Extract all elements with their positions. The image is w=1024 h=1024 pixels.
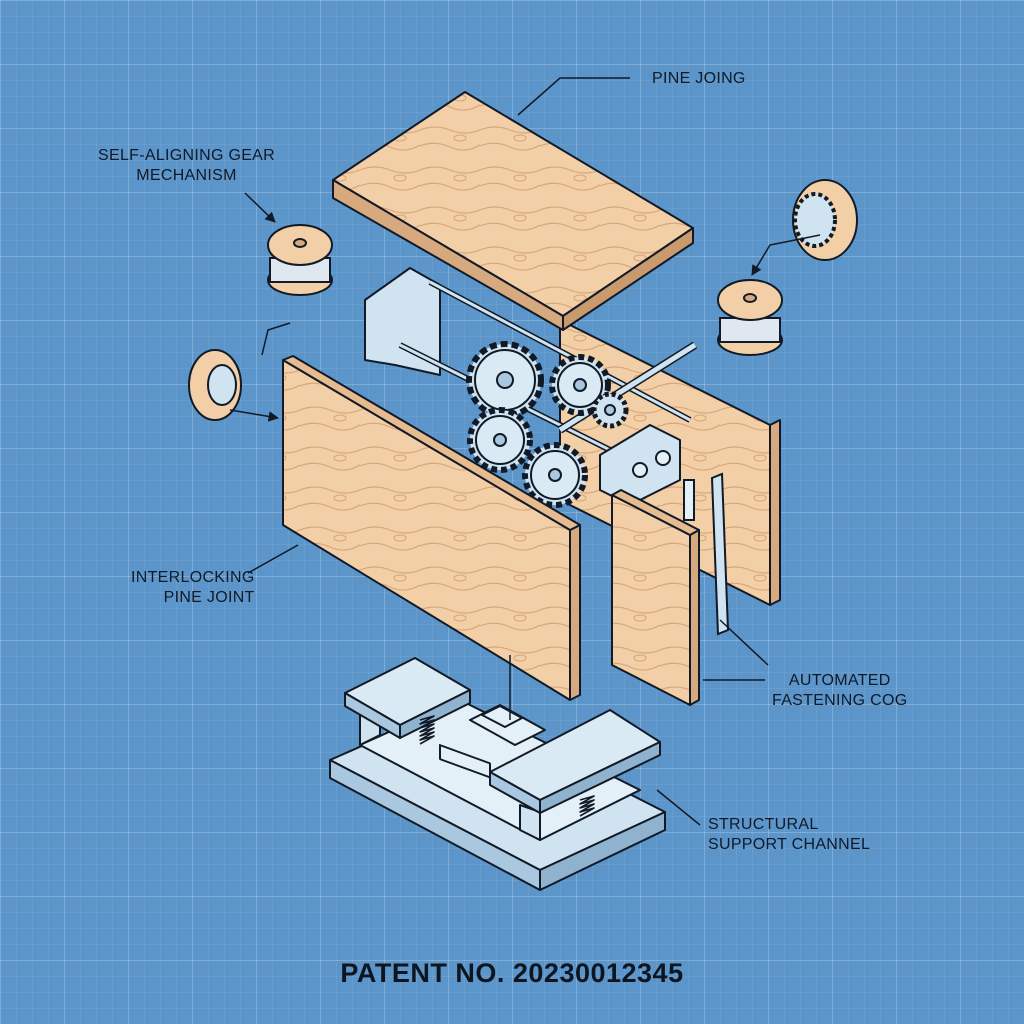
support-channel-label: STRUCTURAL SUPPORT CHANNEL xyxy=(708,815,870,855)
gear-spool-right xyxy=(717,279,783,356)
support-channel-line-1: STRUCTURAL xyxy=(708,816,819,833)
gear-small xyxy=(591,391,629,429)
structural-support-base xyxy=(329,657,666,891)
gear-cluster xyxy=(466,341,629,508)
gear-lower-right xyxy=(522,442,588,508)
gear-mechanism-label: SELF-ALIGNING GEAR MECHANISM xyxy=(98,146,275,186)
gear-lower-left xyxy=(467,407,533,473)
gear-right-upper xyxy=(549,354,611,416)
side-pine-panel xyxy=(611,489,700,706)
fastening-cog-label: AUTOMATED FASTENING COG xyxy=(772,671,907,711)
gear-disc-left xyxy=(188,349,242,421)
gear-disc-right xyxy=(792,179,858,261)
fastening-cog-line-1: AUTOMATED xyxy=(788,672,891,689)
interlocking-joint-label: INTERLOCKING PINE JOINT xyxy=(131,568,255,608)
spring-left xyxy=(419,715,435,745)
callout-leaders xyxy=(229,77,821,826)
spring-right xyxy=(579,795,595,817)
interlocking-joint-line-1: INTERLOCKING xyxy=(131,569,255,586)
interlocking-joint-line-2: PINE JOINT xyxy=(163,589,255,606)
pine-joing-label: PINE JOING xyxy=(652,69,746,89)
gear-spool-left xyxy=(267,224,333,296)
gear-large-upper xyxy=(466,341,544,419)
pine-joing-text: PINE JOING xyxy=(652,70,746,87)
patent-number: PATENT NO. 20230012345 xyxy=(340,958,684,988)
support-channel-line-2: SUPPORT CHANNEL xyxy=(708,836,871,853)
gear-mechanism-line-2: MECHANISM xyxy=(136,167,237,184)
front-pine-panel xyxy=(282,355,581,701)
gear-mechanism-line-1: SELF-ALIGNING GEAR xyxy=(98,147,275,164)
fastening-cog-rail xyxy=(683,472,730,636)
fastening-cog-line-2: FASTENING COG xyxy=(772,692,908,709)
top-pine-panel xyxy=(332,91,694,331)
